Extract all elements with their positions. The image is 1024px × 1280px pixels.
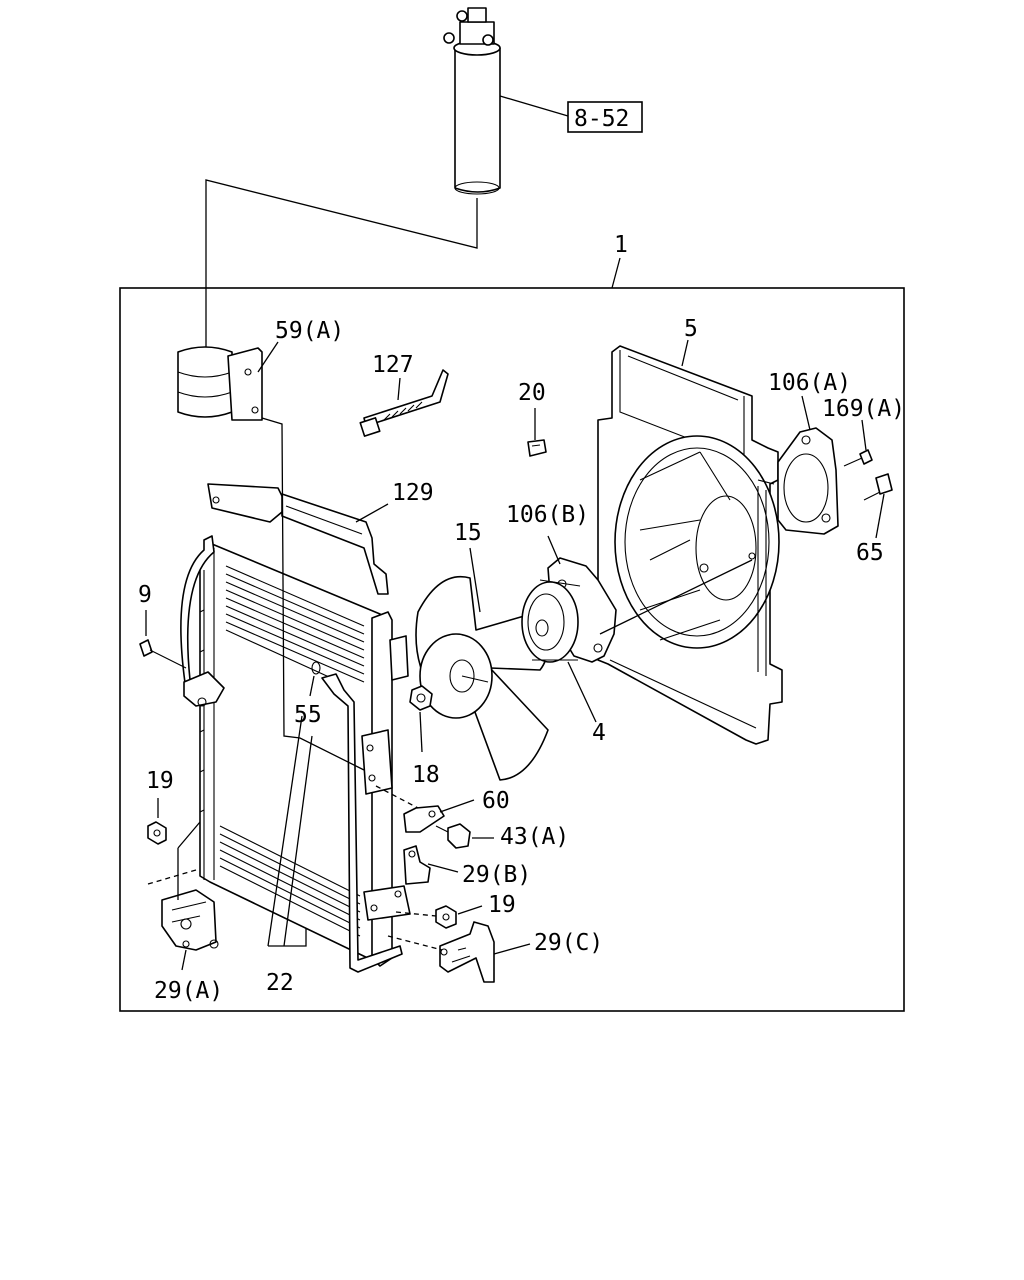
label-15: 15	[454, 520, 482, 546]
label-43a: 43(A)	[500, 824, 569, 850]
nut-19-right	[435, 905, 457, 929]
label-19-left: 19	[146, 768, 174, 794]
nut-18	[409, 685, 433, 711]
label-19-right: 19	[488, 892, 516, 918]
label-assembly: 1	[614, 232, 628, 258]
motor-axis-line	[599, 559, 753, 635]
label-29a: 29(A)	[154, 978, 223, 1004]
fan-motor	[521, 557, 617, 663]
bolt-65	[863, 473, 893, 501]
leader-60-dash	[375, 785, 419, 809]
inlet-pipe	[180, 535, 225, 707]
label-4: 4	[592, 720, 606, 746]
receiver-drier	[443, 7, 501, 195]
clip	[527, 439, 547, 457]
side-bracket	[361, 611, 411, 967]
label-65: 65	[856, 540, 884, 566]
label-9: 9	[138, 582, 152, 608]
drier-bracket	[177, 346, 263, 421]
label-20: 20	[518, 380, 546, 406]
drier-connection-line	[205, 179, 478, 348]
bracket-29a	[161, 889, 219, 951]
bracket-29b	[403, 845, 431, 885]
assembly-frame	[119, 287, 905, 1012]
ref-box-label: 8-52	[574, 106, 629, 132]
label-106a: 106(A)	[768, 370, 851, 396]
cable-tie	[359, 369, 449, 437]
condenser-fins	[219, 565, 365, 937]
label-55: 55	[294, 702, 322, 728]
label-18: 18	[412, 762, 440, 788]
top-seal-strip	[207, 483, 389, 595]
label-169a: 169(A)	[822, 396, 905, 422]
screw-9	[139, 639, 187, 669]
label-127: 127	[372, 352, 414, 378]
label-29c: 29(C)	[534, 930, 603, 956]
screw-169a	[843, 449, 873, 467]
leader-assembly	[611, 257, 621, 289]
label-29b: 29(B)	[462, 862, 531, 888]
label-22: 22	[266, 970, 294, 996]
nut-19-left	[147, 821, 167, 845]
label-59a: 59(A)	[275, 318, 344, 344]
label-129: 129	[392, 480, 434, 506]
label-5: 5	[684, 316, 698, 342]
bolt-43a	[435, 823, 471, 849]
leader-22	[267, 715, 313, 947]
fan-shroud	[597, 345, 783, 745]
seal-106a	[777, 427, 839, 535]
bracket-line	[261, 417, 365, 771]
condenser-core	[199, 543, 387, 963]
fan-blades	[415, 576, 549, 781]
label-106b: 106(B)	[506, 502, 589, 528]
ref-box	[567, 101, 643, 133]
label-60: 60	[482, 788, 510, 814]
outlet-pipe	[311, 661, 403, 973]
leader-drier-ref	[499, 95, 569, 117]
bracket-29c	[439, 921, 495, 983]
bracket-60	[403, 805, 445, 833]
